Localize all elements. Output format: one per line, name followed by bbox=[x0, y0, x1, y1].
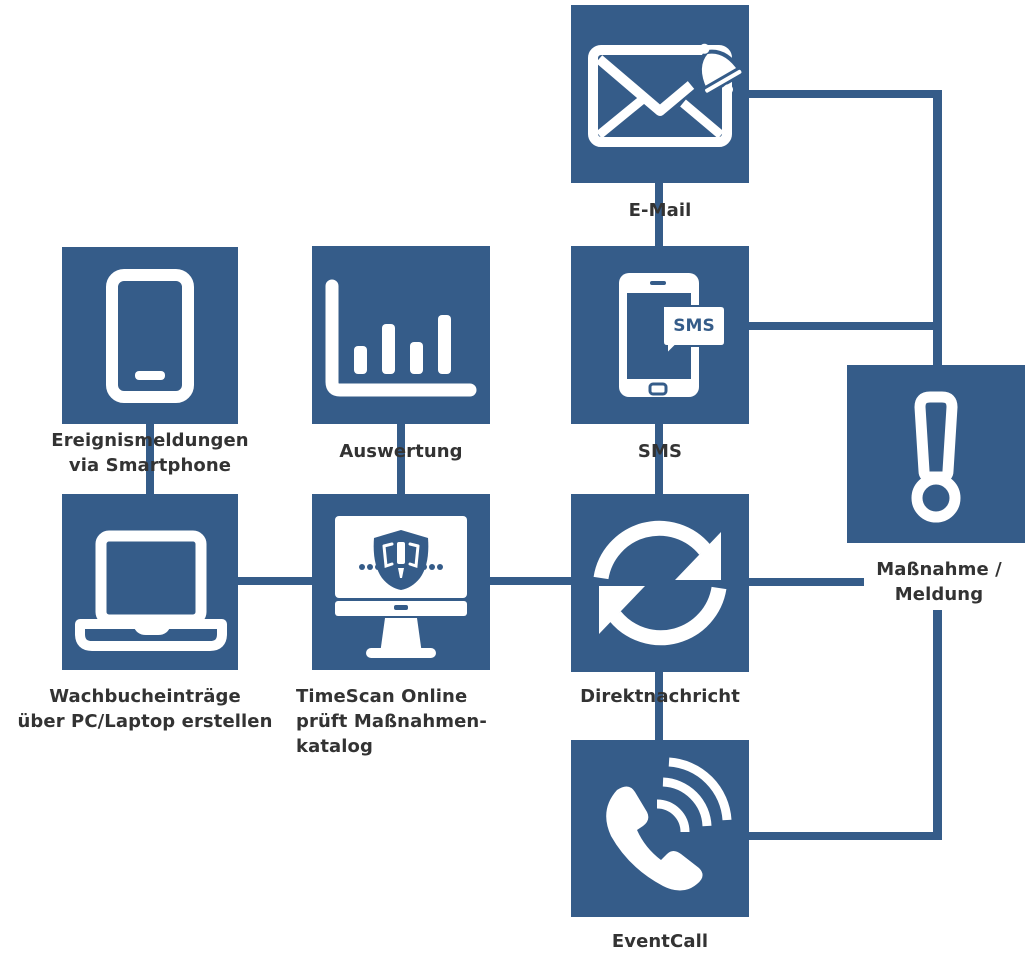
label-sms: SMS bbox=[637, 441, 683, 462]
label-timescan: TimeScan Online prüft Maßnahmen- katalog bbox=[296, 686, 487, 757]
connector-direktnachricht-massnahme bbox=[749, 578, 864, 586]
node-massnahme bbox=[847, 365, 1025, 543]
connector-right-vertical-bottom bbox=[933, 610, 942, 840]
connector-sms-direktnachricht bbox=[655, 424, 663, 494]
label-auswertung: Auswertung bbox=[339, 441, 463, 462]
label-email: E-Mail bbox=[628, 200, 692, 221]
label-massnahme: Maßnahme / Meldung bbox=[876, 559, 1002, 605]
node-email bbox=[571, 5, 749, 183]
node-laptop bbox=[62, 494, 238, 670]
connector-email-horizontal bbox=[749, 90, 942, 98]
connector-email-sms bbox=[655, 183, 663, 246]
connector-sms-horizontal bbox=[749, 322, 942, 330]
node-auswertung bbox=[312, 246, 490, 424]
node-smartphone bbox=[62, 247, 238, 424]
connector-smartphone-laptop bbox=[146, 424, 154, 494]
sync-arrows-icon bbox=[593, 520, 727, 646]
connector-right-vertical-top bbox=[933, 90, 942, 365]
node-sms: SMS bbox=[571, 246, 749, 424]
monitor-shield-alert-icon bbox=[335, 516, 467, 658]
phone-sms-icon bbox=[619, 273, 726, 397]
connector-auswertung-timescan bbox=[397, 424, 405, 494]
exclamation-icon bbox=[911, 391, 961, 523]
smartphone-icon bbox=[106, 269, 194, 403]
laptop-icon bbox=[75, 530, 227, 651]
label-direktnachricht: Direktnachricht bbox=[580, 686, 740, 707]
connector-timescan-direktnachricht bbox=[490, 577, 571, 585]
connector-laptop-timescan bbox=[238, 577, 313, 585]
node-timescan bbox=[312, 494, 490, 670]
connector-direktnachricht-eventcall bbox=[655, 672, 663, 740]
phone-call-icon bbox=[606, 757, 732, 891]
node-direktnachricht bbox=[571, 494, 749, 672]
bar-chart-icon bbox=[325, 279, 477, 397]
node-eventcall bbox=[571, 740, 749, 917]
label-laptop: Wachbucheinträge über PC/Laptop erstelle… bbox=[17, 686, 273, 732]
label-eventcall: EventCall bbox=[611, 931, 709, 952]
label-smartphone: Ereignismeldungen via Smartphone bbox=[51, 430, 249, 476]
connector-eventcall-horizontal bbox=[749, 832, 942, 840]
envelope-bell-icon bbox=[588, 43, 745, 147]
sms-bubble-text: SMS bbox=[673, 316, 715, 336]
